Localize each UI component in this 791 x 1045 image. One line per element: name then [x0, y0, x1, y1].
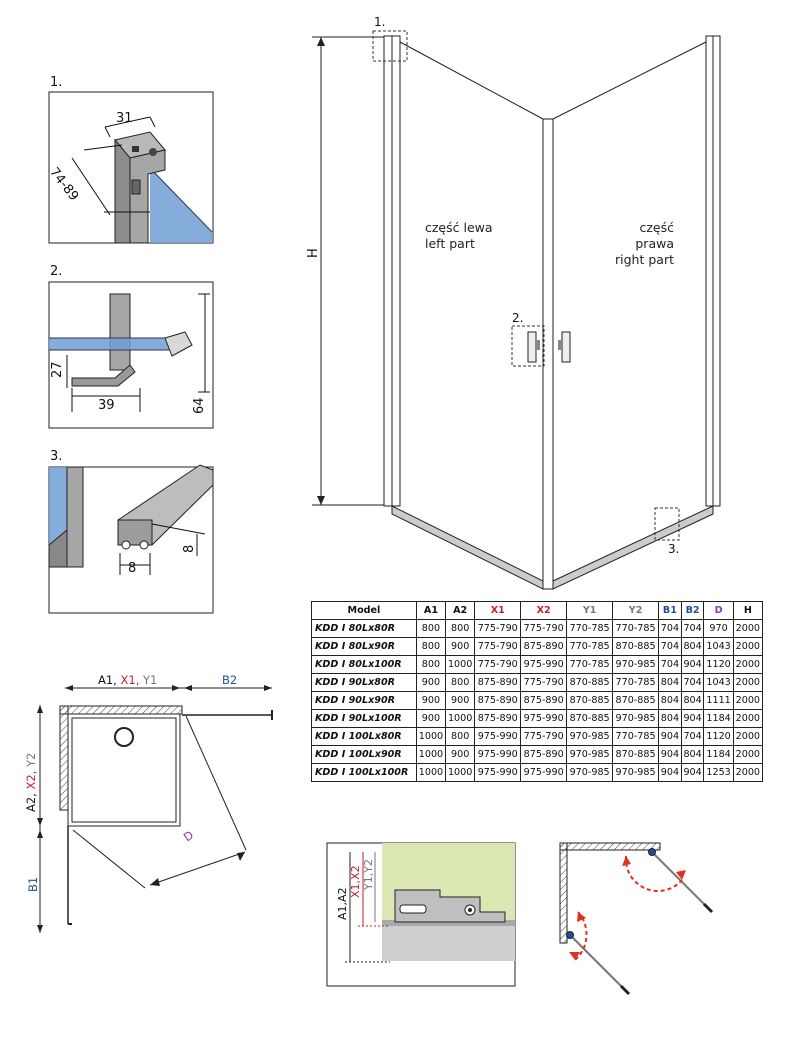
plan-top-x: X1,	[120, 673, 140, 687]
detail-1-dim-width: 31	[116, 111, 133, 126]
table-cell: 770-785	[612, 619, 660, 638]
plan-top-a: A1,	[98, 673, 117, 687]
left-part-pl: część lewa	[425, 220, 493, 235]
table-cell: 975-990	[474, 763, 522, 782]
right-part-en: right part	[615, 252, 674, 267]
callout-1: 1.	[374, 15, 386, 29]
left-part-en: left part	[425, 236, 475, 251]
callout-2: 2.	[512, 311, 524, 325]
plan-top-label: A1, X1, Y1	[98, 673, 157, 687]
table-cell: 975-990	[520, 763, 568, 782]
table-cell: 1253	[703, 763, 734, 782]
table-cell: 970-985	[566, 763, 614, 782]
detail-2-label: 2.	[50, 264, 63, 279]
table-cell: 870-885	[566, 691, 614, 710]
table-cell: 1000	[445, 763, 476, 782]
table-cell: 2000	[732, 763, 764, 782]
detail-1-label: 1.	[50, 75, 63, 90]
table-cell: 800	[445, 727, 476, 746]
table-cell: 970-985	[612, 763, 660, 782]
plan-top-y: Y1	[143, 673, 158, 687]
detail-2-dim-width: 39	[98, 398, 115, 413]
right-part-pl: część prawa	[635, 220, 674, 251]
detail-3-label: 3.	[50, 449, 63, 464]
table-cell-model: KDD I 100Lx100R	[311, 763, 417, 782]
detail-3-dim-width: 8	[128, 561, 137, 576]
plan-top-b: B2	[222, 673, 238, 687]
callout-3: 3.	[668, 542, 680, 556]
left-part-label: część lewa left part	[425, 220, 493, 252]
right-part-label: część prawa right part	[598, 220, 674, 268]
